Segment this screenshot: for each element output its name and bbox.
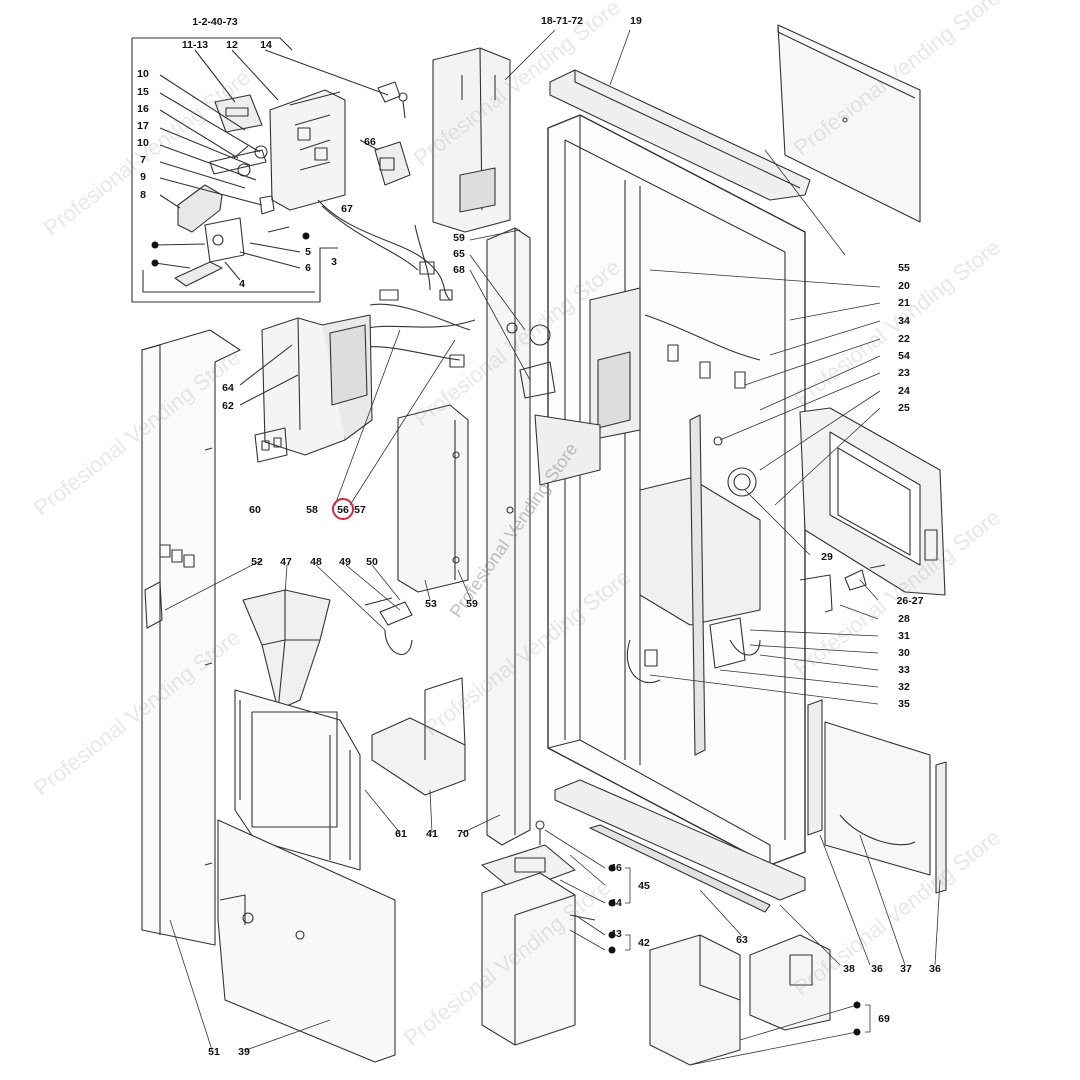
drip-tray (371, 677, 466, 796)
vertical-channel (486, 227, 531, 846)
lock-and-switch-parts (359, 81, 411, 186)
part-label: 70 (457, 827, 469, 840)
part-label: 59 (466, 597, 478, 610)
part-label: 9 (140, 170, 146, 183)
hopper (242, 589, 331, 711)
part-label: 58 (306, 503, 318, 516)
part-label: 24 (898, 384, 910, 397)
part-label: 62 (222, 399, 234, 412)
mounting-plate (397, 404, 469, 593)
part-label: 16 (137, 102, 149, 115)
part-label: 44 (610, 896, 622, 909)
part-label: 66 (364, 135, 376, 148)
part-label: 29 (821, 550, 833, 563)
part-label: 51 (208, 1045, 220, 1058)
hinge-parts (799, 564, 886, 613)
door-panel-left (141, 329, 241, 946)
rear-panel (777, 24, 921, 223)
part-label: 65 (453, 247, 465, 260)
part-label: 26-27 (896, 594, 924, 607)
inner-frame (234, 689, 361, 871)
leader-lines (164, 29, 941, 1066)
part-label: 36 (871, 962, 883, 975)
part-label: 39 (238, 1045, 250, 1058)
highlight-circle (332, 498, 354, 520)
top-cover-bar (549, 69, 811, 201)
part-label: 64 (222, 381, 234, 394)
part-label: 32 (898, 680, 910, 693)
part-label: 52 (251, 555, 263, 568)
part-label: 45 (638, 879, 650, 892)
coin-box (481, 820, 596, 1046)
part-label: 56 (337, 503, 349, 516)
side-panel-right (807, 699, 947, 894)
part-label: 14 (260, 38, 272, 51)
part-label: 31 (898, 629, 910, 642)
part-label: 49 (339, 555, 351, 568)
control-board-assembly (239, 314, 373, 463)
upper-box-assembly (432, 47, 511, 233)
part-label: 6 (305, 261, 311, 274)
part-label: 3 (331, 255, 337, 268)
part-label: 37 (900, 962, 912, 975)
part-label: 59 (453, 231, 465, 244)
part-label: 18-71-72 (540, 14, 584, 27)
part-label: 48 (310, 555, 322, 568)
part-label: 30 (898, 646, 910, 659)
part-label: 20 (898, 279, 910, 292)
part-label: 55 (898, 261, 910, 274)
part-label: 53 (425, 597, 437, 610)
small-bracket-parts (364, 597, 413, 655)
part-label: 22 (898, 332, 910, 345)
part-label: 61 (395, 827, 407, 840)
part-label: 38 (843, 962, 855, 975)
part-label: 17 (137, 119, 149, 132)
part-label: 47 (280, 555, 292, 568)
part-label: 21 (898, 296, 910, 309)
part-label: 23 (898, 366, 910, 379)
part-label: 68 (453, 263, 465, 276)
coin-mechanism-subassembly (131, 37, 389, 303)
part-label: 28 (898, 612, 910, 625)
cash-bins (649, 934, 831, 1066)
part-label: 19 (630, 14, 642, 27)
part-label: 1-2-40-73 (192, 15, 238, 28)
part-label: 25 (898, 401, 910, 414)
part-label: 33 (898, 663, 910, 676)
part-label: 5 (305, 245, 311, 258)
part-label: 11-13 (181, 38, 209, 51)
part-label: 36 (929, 962, 941, 975)
part-label: 50 (366, 555, 378, 568)
bottom-rails (554, 779, 806, 913)
group-brackets (625, 867, 871, 1033)
part-label: 54 (898, 349, 910, 362)
part-label: 46 (610, 861, 622, 874)
part-label: 69 (878, 1012, 890, 1025)
part-label: 35 (898, 697, 910, 710)
part-label: 10 (137, 136, 149, 149)
part-label: 12 (226, 38, 238, 51)
latch-parts (709, 617, 761, 669)
reference-bullets (151, 232, 861, 1036)
side-door (799, 407, 946, 596)
part-label: 7 (140, 153, 146, 166)
part-label: 8 (140, 188, 146, 201)
part-label: 42 (638, 936, 650, 949)
part-label: 41 (426, 827, 438, 840)
part-label: 34 (898, 314, 910, 327)
part-label: 60 (249, 503, 261, 516)
bottom-panel (217, 819, 396, 1063)
part-label: 15 (137, 85, 149, 98)
part-label: 67 (341, 202, 353, 215)
part-label: 43 (610, 927, 622, 940)
part-label: 57 (354, 503, 366, 516)
cabinet-frame (519, 114, 806, 866)
part-label: 4 (239, 277, 245, 290)
part-label: 10 (137, 67, 149, 80)
part-label: 63 (736, 933, 748, 946)
